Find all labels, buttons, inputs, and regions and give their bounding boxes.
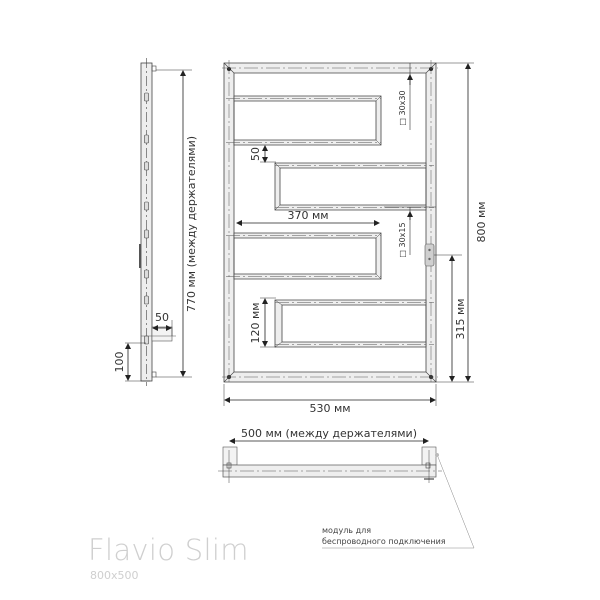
dim-800: 800 мм [475, 201, 488, 242]
side-view [125, 58, 192, 386]
dim-50-gap: 50 [249, 147, 262, 161]
product-size: 800x500 [90, 569, 139, 582]
wireless-module [424, 243, 435, 267]
module-note-line2: беспроводного подключения [322, 537, 446, 546]
dim-770: 770 мм (между держателями) [185, 136, 198, 312]
product-title: Flavio Slim [88, 533, 249, 567]
dim-500: 500 мм (между держателями) [241, 427, 417, 440]
dim-50-wall: 50 [155, 311, 169, 324]
dim-120: 120 мм [249, 302, 262, 343]
module-note: модуль для беспроводного подключения [322, 525, 446, 547]
top-view [218, 438, 475, 549]
front-view [222, 60, 474, 406]
dim-100: 100 [113, 352, 126, 373]
dim-370: 370 мм [287, 209, 328, 222]
dim-315: 315 мм [454, 298, 467, 339]
profile-30x30-label: □ 30x30 [398, 90, 407, 125]
module-note-line1: модуль для [322, 526, 372, 535]
profile-30x15-label: □ 30x15 [398, 222, 407, 257]
dim-530: 530 мм [309, 402, 350, 415]
